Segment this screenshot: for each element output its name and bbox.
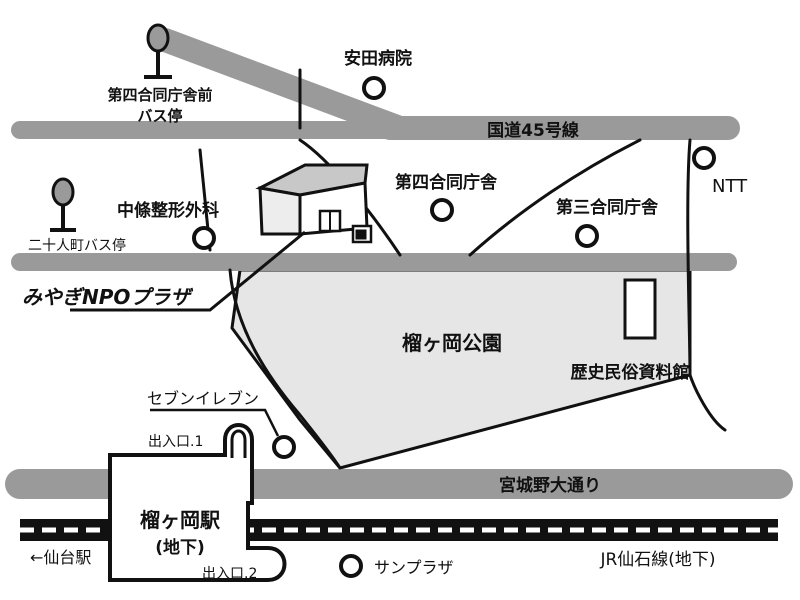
- label-to-sendai: ←仙台駅: [30, 548, 91, 567]
- label-bus-stop-nijuunin: 二十人町バス停: [28, 237, 126, 254]
- bus-stop-sign-icon: [144, 23, 172, 79]
- bus-stop-sign-icon: [50, 177, 76, 232]
- label-sun-plaza: サンプラザ: [374, 558, 454, 577]
- label-bus-stop-daiyon-1: 第四合同庁舎前: [107, 86, 212, 104]
- label-exit2: 出入口.2: [202, 566, 257, 582]
- label-daisan-godo: 第三合同庁舎: [556, 197, 659, 218]
- circle-marker-icon: [192, 226, 216, 250]
- label-seven-eleven: セブンイレブン: [147, 389, 259, 408]
- circle-marker-icon: [575, 224, 599, 248]
- circle-marker-icon: [339, 554, 363, 578]
- circle-marker-icon: [272, 435, 296, 459]
- building-3d-icon: [255, 163, 373, 244]
- road-route45: [153, 28, 412, 140]
- label-park: 榴ヶ岡公園: [402, 331, 502, 355]
- label-route45: 国道45号線: [487, 120, 579, 141]
- label-exit1: 出入口.1: [148, 434, 203, 450]
- npo-plaza-leader-line: [70, 230, 306, 312]
- label-history-museum: 歴史民俗資料館: [571, 362, 690, 383]
- seven-eleven-leader: [150, 408, 280, 437]
- label-npo-plaza: みやぎNPOプラザ: [22, 285, 193, 309]
- circle-marker-icon: [362, 76, 386, 100]
- circle-marker-icon: [430, 198, 454, 222]
- museum-building: [623, 278, 657, 340]
- label-daiyon-godo: 第四合同庁舎: [395, 172, 498, 193]
- label-nakajo-clinic: 中條整形外科: [117, 200, 219, 221]
- label-ntt: NTT: [712, 176, 748, 197]
- label-jr-senseki-line: JR仙石線(地下): [599, 550, 715, 570]
- label-bus-stop-daiyon-2: バス停: [137, 107, 182, 125]
- label-miyagino-dori: 宮城野大通り: [499, 475, 601, 496]
- circle-marker-icon: [692, 146, 716, 170]
- local-streets: [198, 68, 727, 470]
- station-box: [108, 423, 287, 582]
- landmark-markers: [192, 76, 716, 578]
- label-station-sub: (地下): [155, 537, 205, 558]
- label-yasuda-hospital: 安田病院: [344, 48, 412, 69]
- label-station-name: 榴ヶ岡駅: [140, 508, 220, 532]
